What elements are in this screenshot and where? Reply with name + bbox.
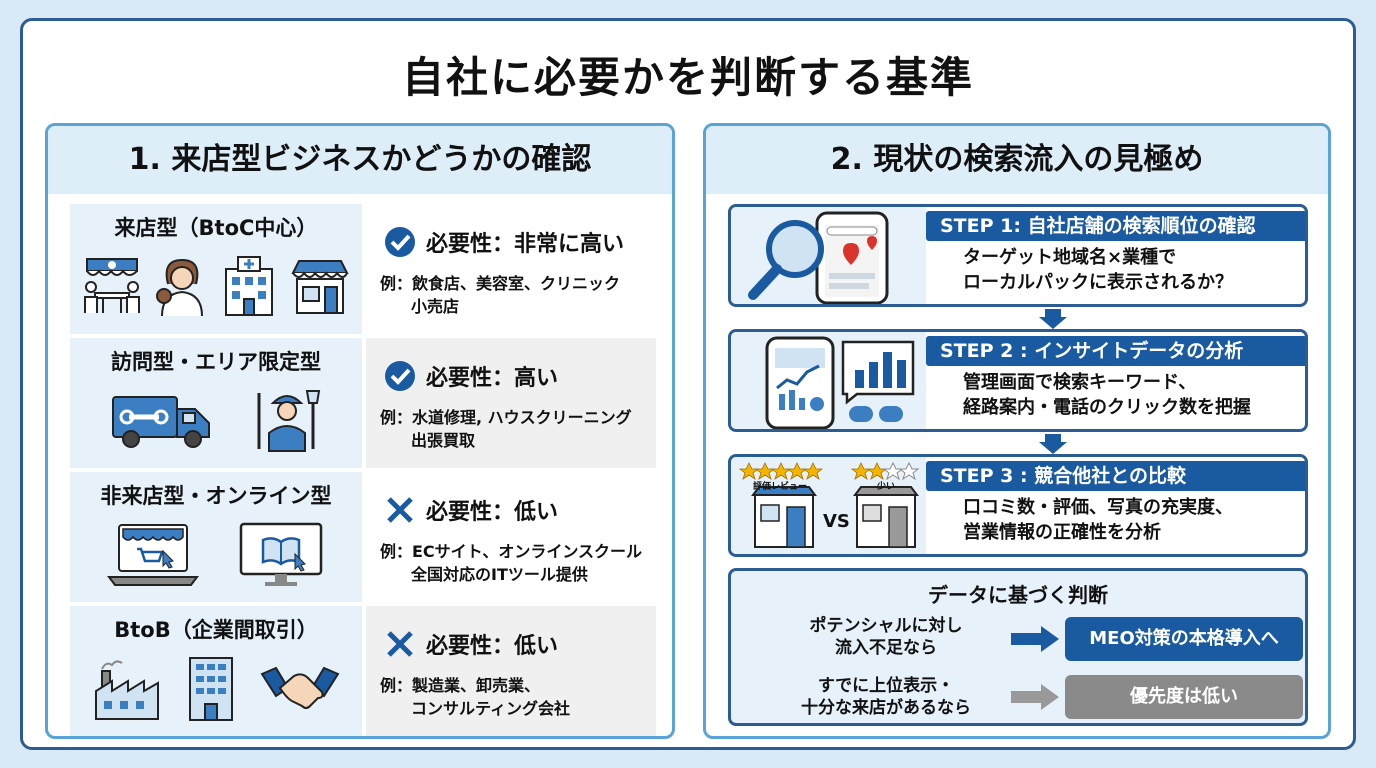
- map-search-phone-icon: [748, 211, 889, 304]
- step-2-card: STEP 2 : インサイトデータの分析 管理画面で検索キーワード、 経路案内・…: [728, 329, 1308, 432]
- cross-icon: [387, 497, 413, 523]
- row-title: 非来店型・オンライン型: [100, 484, 332, 508]
- row-visiting-service: 訪問型・エリア限定型: [70, 338, 656, 468]
- cross-icon: [387, 631, 413, 657]
- factory-icon: [95, 660, 159, 720]
- examples-text: 例：飲食店、美容室、クリニック 小売店: [380, 274, 621, 316]
- review-label-left: 評価レビュー: [753, 482, 808, 492]
- examples-text: 例：水道修理, ハウスクリーニング 出張買取: [380, 408, 632, 450]
- search-inflow-heading: 2. 現状の検索流入の見極め: [706, 126, 1328, 194]
- row-title: BtoB（企業間取引）: [114, 618, 318, 642]
- arrow-down-icon: [1039, 434, 1067, 454]
- check-circle-icon: [385, 361, 415, 391]
- necessity-label: 必要性：高い: [426, 366, 559, 391]
- business-type-panel: 1. 来店型ビジネスかどうかの確認 来店型（BtoC中心）: [45, 123, 675, 739]
- competitor-compare-icon: [738, 461, 920, 548]
- step-1-title: STEP 1: 自社店舗の検索順位の確認: [926, 211, 1305, 241]
- row-title: 訪問型・エリア限定型: [111, 350, 321, 374]
- page-title: 自社に必要かを判断する基準: [401, 53, 974, 102]
- row-btob: BtoB（企業間取引）: [70, 606, 656, 736]
- row-online: 非来店型・オンライン型: [70, 472, 656, 602]
- row-title: 来店型（BtoC中心）: [114, 216, 318, 240]
- arrow-right-gray-icon: [1011, 684, 1059, 710]
- result-low-priority: 優先度は低い: [1065, 675, 1303, 719]
- check-circle-icon: [385, 227, 415, 257]
- step-2-body: 管理画面で検索キーワード、 経路案内・電話のクリック数を把握: [963, 372, 1251, 418]
- condition-insufficient: ポテンシャルに対し 流入不足なら: [809, 616, 963, 658]
- online-course-monitor-icon: [239, 522, 322, 586]
- judgement-title: データに基づく判断: [928, 583, 1108, 607]
- step-1-body: ターゲット地域名×業種で ローカルパックに表示されるか？: [963, 247, 1233, 293]
- step-3-body: 口コミ数・評価、写真の充実度、 営業情報の正確性を分析: [963, 497, 1233, 543]
- restaurant-icon: [83, 258, 140, 313]
- retail-shop-icon: [291, 260, 349, 314]
- step-1-card: STEP 1: 自社店舗の検索順位の確認 ターゲット地域名×業種で ローカルパッ…: [728, 204, 1308, 307]
- judgement-box: データに基づく判断 ポテンシャルに対し 流入不足なら MEO対策の本格導入へ す…: [728, 568, 1308, 726]
- arrow-down-icon: [1039, 309, 1067, 329]
- analytics-phone-icon: [765, 336, 915, 429]
- step-3-card: 評価レビュー 少い VS STEP 3 : 競合他社との比較 口コミ数・評価、写…: [728, 454, 1308, 557]
- arrow-right-icon: [1011, 626, 1059, 652]
- examples-text: 例：ECサイト、オンラインスクール 全国対応のITツール提供: [380, 542, 643, 584]
- cleaner-worker-icon: [257, 390, 321, 452]
- step-3-title: STEP 3 : 競合他社との比較: [926, 461, 1305, 491]
- office-building-icon: [189, 657, 233, 721]
- necessity-label: 必要性：低い: [426, 500, 559, 525]
- business-type-heading: 1. 来店型ビジネスかどうかの確認: [48, 126, 672, 194]
- necessity-label: 必要性：非常に高い: [426, 232, 625, 257]
- service-truck-icon: [111, 396, 210, 448]
- row-visit-store: 来店型（BtoC中心）: [70, 204, 656, 334]
- result-adopt: MEO対策の本格導入へ: [1065, 617, 1303, 661]
- handshake-icon: [260, 666, 340, 709]
- condition-sufficient: すでに上位表示・ 十分な来店があるなら: [801, 676, 971, 718]
- examples-text: 例：製造業、卸売業、 コンサルティング会社: [380, 676, 571, 718]
- review-label-right: 少い: [877, 482, 896, 492]
- vs-label: VS: [823, 511, 850, 532]
- necessity-label: 必要性：低い: [426, 634, 559, 659]
- ec-laptop-icon: [107, 524, 200, 586]
- clinic-icon: [225, 256, 274, 316]
- step-2-title: STEP 2 : インサイトデータの分析: [926, 336, 1305, 366]
- search-inflow-panel: 2. 現状の検索流入の見極め STEP 1: 自社店舗の検索順位の確認 ターゲッ…: [703, 123, 1331, 739]
- beautician-icon: [155, 258, 203, 317]
